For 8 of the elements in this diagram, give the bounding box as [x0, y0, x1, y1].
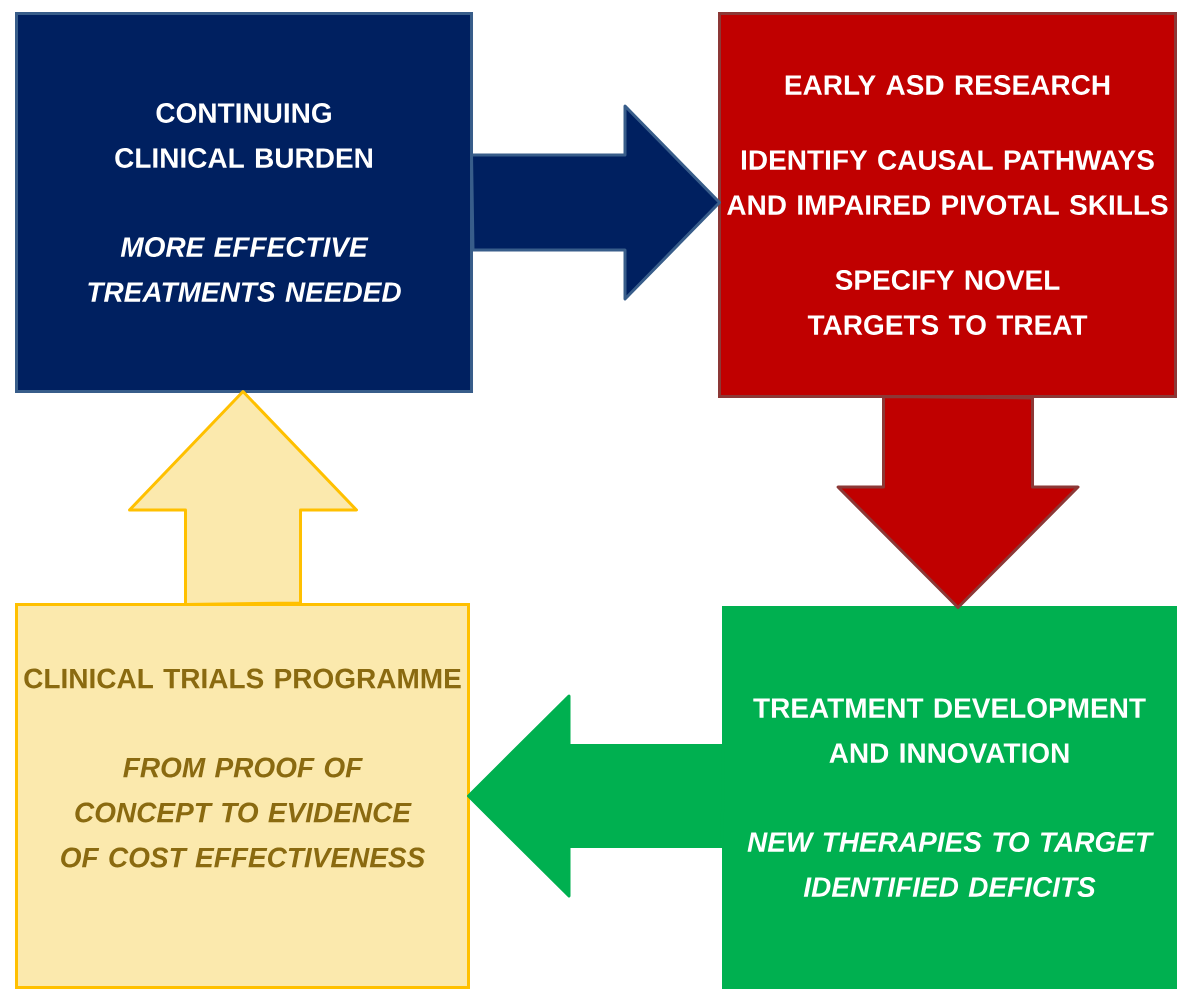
block-arrow	[128, 390, 358, 606]
process-box: TREATMENT DEVELOPMENT AND INNOVATION NEW THERAPIES TO TARGET IDENTIFIED DEFICITS	[722, 606, 1177, 989]
block-arrow	[836, 395, 1080, 609]
process-box: EARLY ASD RESEARCH IDENTIFY CAUSAL PATHWAYS AND IMPAIRED PIVOTAL SKILLS SPECIFY NOVEL TARGETS TO TREAT	[718, 12, 1177, 398]
block-arrow	[470, 104, 721, 301]
block-arrow	[467, 694, 725, 898]
process-box: CLINICAL TRIALS PROGRAMME FROM PROOF OF CONCEPT TO EVIDENCE OF COST EFFECTIVENESS	[15, 603, 470, 989]
process-box: CONTINUING CLINICAL BURDEN MORE EFFECTIVE TREATMENTS NEEDED	[15, 12, 473, 393]
